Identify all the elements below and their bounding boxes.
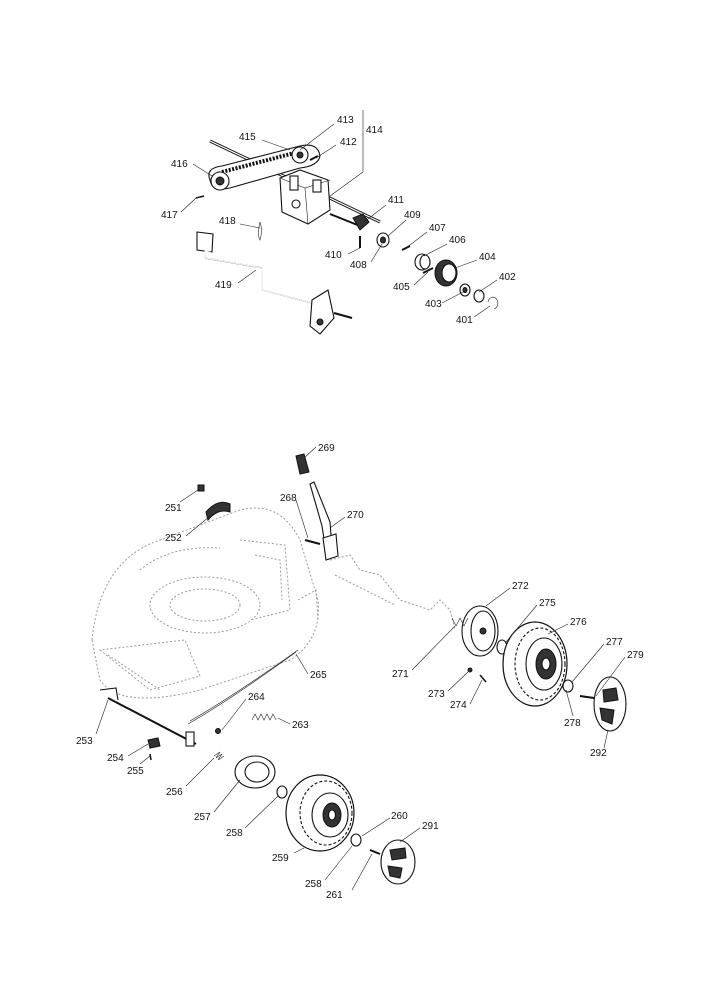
label-257: 257: [194, 812, 211, 823]
label-277: 277: [606, 637, 623, 648]
label-265: 265: [310, 670, 327, 681]
label-408: 408: [350, 260, 367, 271]
label-419: 419: [215, 280, 232, 291]
label-269: 269: [318, 443, 335, 454]
label-404: 404: [479, 252, 496, 263]
label-292: 292: [590, 748, 607, 759]
label-413: 413: [337, 115, 354, 126]
label-406: 406: [449, 235, 466, 246]
label-416: 416: [171, 159, 188, 170]
label-273: 273: [428, 689, 445, 700]
label-253: 253: [76, 736, 93, 747]
label-259: 259: [272, 853, 289, 864]
label-278: 278: [564, 718, 581, 729]
label-258: 258: [226, 828, 243, 839]
upper-leader-lines: [180, 110, 498, 318]
label-272: 272: [512, 581, 529, 592]
label-405: 405: [393, 282, 410, 293]
label-409: 409: [404, 210, 421, 221]
label-268: 268: [280, 493, 297, 504]
lower-deck-ghost: [91, 507, 456, 699]
lower-leader-lines: [95, 446, 626, 891]
label-252: 252: [165, 533, 182, 544]
label-418: 418: [219, 216, 236, 227]
label-417: 417: [161, 210, 178, 221]
label-275: 275: [539, 598, 556, 609]
label-255: 255: [127, 766, 144, 777]
label-279: 279: [627, 650, 644, 661]
label-260: 260: [391, 811, 408, 822]
lower-parts: [99, 453, 627, 885]
label-414: 414: [366, 125, 383, 136]
label-254: 254: [107, 753, 124, 764]
label-403: 403: [425, 299, 442, 310]
label-270: 270: [347, 510, 364, 521]
label-276: 276: [570, 617, 587, 628]
label-251: 251: [165, 503, 182, 514]
label-256: 256: [166, 787, 183, 798]
label-407: 407: [429, 223, 446, 234]
label-401: 401: [456, 315, 473, 326]
label-291: 291: [422, 821, 439, 832]
label-264: 264: [248, 692, 265, 703]
label-411: 411: [388, 195, 404, 206]
label-410: 410: [325, 250, 342, 261]
label-402: 402: [499, 272, 516, 283]
label-412: 412: [340, 137, 357, 148]
lower-labels: 269 268 251 270 252 272 275 276 277 279 …: [76, 443, 644, 901]
label-271: 271: [392, 669, 409, 680]
label-415: 415: [239, 132, 256, 143]
upper-drive-assembly: [195, 139, 499, 335]
label-274: 274: [450, 700, 467, 711]
upper-labels: 413 415 414 412 416 417 411 409 418 407 …: [161, 115, 516, 326]
label-258-lower: 258: [305, 879, 322, 890]
label-261: 261: [326, 890, 343, 901]
label-263: 263: [292, 720, 309, 731]
